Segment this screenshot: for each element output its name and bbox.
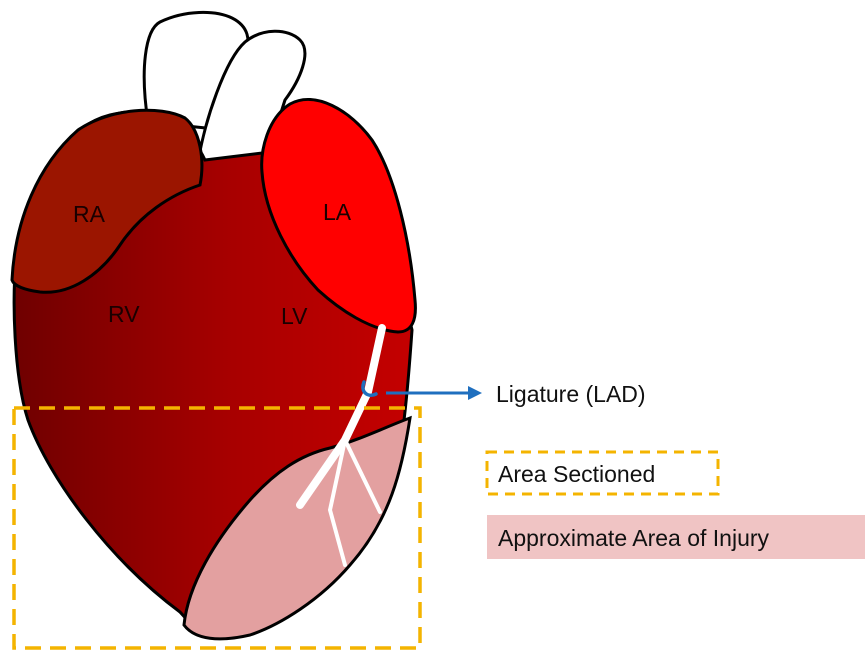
ligature-arrow-head — [468, 386, 482, 400]
ligature-label: Ligature (LAD) — [496, 381, 646, 407]
legend-area-of-injury: Approximate Area of Injury — [498, 525, 770, 551]
label-ra: RA — [73, 201, 106, 227]
label-rv: RV — [108, 301, 140, 327]
label-la: LA — [323, 199, 352, 225]
label-lv: LV — [281, 303, 308, 329]
legend-area-sectioned: Area Sectioned — [498, 461, 655, 487]
